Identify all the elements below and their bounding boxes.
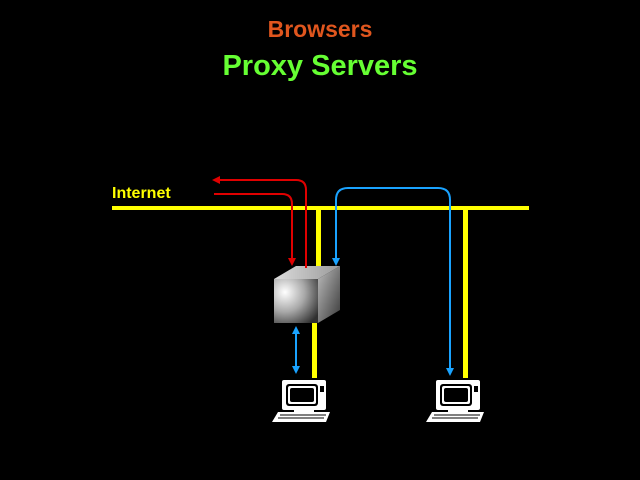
red-arrow-inbound xyxy=(214,193,296,266)
blue-arrows xyxy=(292,187,454,376)
red-arrows xyxy=(212,176,307,268)
slide-title: Proxy Servers xyxy=(222,50,418,82)
blue-arrow-proxy-to-right xyxy=(332,187,454,376)
proxy-server xyxy=(274,266,340,323)
internet-label: Internet xyxy=(112,185,171,202)
right-workstation-line xyxy=(463,208,468,378)
red-arrow-outbound xyxy=(212,176,307,268)
slide-subtitle: Browsers xyxy=(267,16,373,42)
proxy-uplink-line xyxy=(316,208,321,268)
workstation-left xyxy=(272,380,330,422)
workstation-right xyxy=(426,380,484,422)
proxy-downlink-line xyxy=(312,320,317,378)
